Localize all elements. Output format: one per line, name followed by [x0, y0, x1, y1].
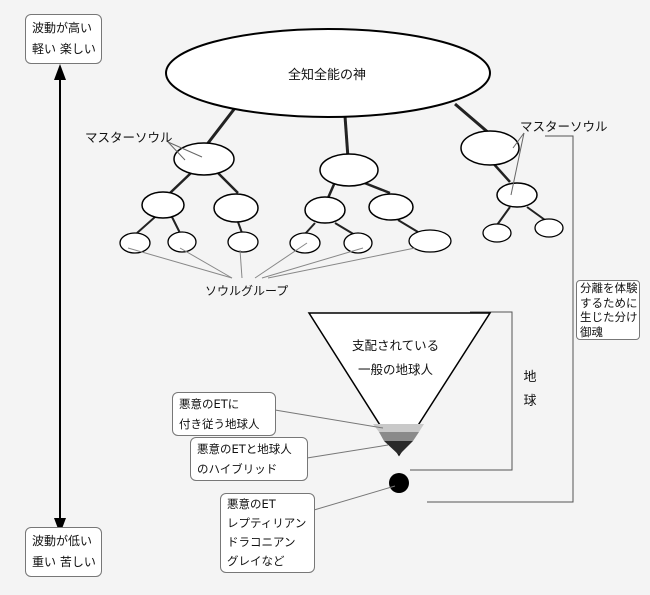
god-label: 全知全能の神: [288, 68, 367, 83]
callout-hybrid-line2: のハイブリッド: [197, 462, 278, 476]
master-label-pointers: [167, 132, 525, 196]
high-vibration-line2: 軽い 楽しい: [32, 42, 96, 56]
callout-et-line2: レプティリアン: [227, 516, 307, 530]
triangle-band-light: [373, 424, 424, 432]
low-vibration-line1: 波動が低い: [32, 534, 93, 548]
triangle-text-line1: 支配されている: [352, 338, 440, 353]
small-soul-1: [119, 232, 151, 254]
master-soul-3: [460, 130, 520, 166]
master-soul-label-right: マスターソウル: [520, 119, 608, 134]
small-soul-5: [343, 232, 373, 254]
god-connectors: [203, 102, 491, 159]
callout-hybrid-line1: 悪意のETと地球人: [197, 442, 292, 456]
triangle-text-line2: 一般の地球人: [358, 362, 434, 377]
mid-connectors: [136, 206, 546, 236]
separation-line3: 生じた分け: [580, 310, 638, 324]
separation-line4: 御魂: [580, 324, 603, 339]
earth-bracket: [410, 311, 513, 471]
high-vibration-box: 波動が高い 軽い 楽しい: [25, 14, 102, 64]
callout-followers-line1: 悪意のETに: [179, 397, 240, 411]
master-soul-label-left: マスターソウル: [85, 130, 173, 145]
small-souls: [119, 218, 564, 254]
callout-et-line3: ドラコニアン: [227, 535, 296, 549]
soul-group-pointers: [127, 242, 416, 279]
mid-soul-3: [304, 196, 346, 224]
earth-label-char1: 地: [523, 370, 537, 385]
callout-followers: 悪意のETに 付き従う地球人: [172, 392, 276, 436]
mid-soul-4: [368, 193, 414, 221]
god-ellipse: [165, 28, 491, 118]
mid-soul-5: [496, 182, 538, 208]
small-soul-7: [482, 223, 512, 243]
soul-group-label: ソウルグループ: [205, 284, 289, 298]
callout-malicious-et: 悪意のET レプティリアン ドラコニアン グレイなど: [220, 493, 315, 573]
high-vibration-line1: 波動が高い: [32, 21, 93, 35]
callout-pointers: [274, 409, 396, 511]
small-soul-8: [534, 218, 564, 238]
small-soul-4: [289, 232, 321, 254]
triangle-band-dark: [384, 441, 413, 455]
mid-souls: [141, 182, 538, 224]
low-vibration-box: 波動が低い 重い 苦しい: [25, 527, 102, 577]
mid-soul-2: [213, 193, 259, 223]
arrow-head-up: [54, 64, 66, 80]
callout-hybrid: 悪意のETと地球人 のハイブリッド: [190, 437, 308, 481]
low-vibration-line2: 重い 苦しい: [32, 555, 96, 569]
small-soul-2: [167, 231, 197, 253]
separation-box: 分離を体験 するために 生じた分け 御魂: [576, 280, 640, 340]
callout-followers-line2: 付き従う地球人: [179, 417, 260, 431]
callout-et-line1: 悪意のET: [227, 497, 276, 511]
master-soul-1: [173, 142, 235, 176]
mid-soul-1: [141, 191, 185, 219]
earth-label-char2: 球: [523, 394, 537, 409]
master-soul-2: [319, 153, 379, 187]
earth-label: 地 球: [522, 366, 538, 414]
malicious-et-dot: [389, 473, 409, 493]
triangle-band-mid: [379, 432, 419, 441]
callout-et-line4: グレイなど: [227, 554, 285, 568]
separation-line1: 分離を体験: [580, 281, 638, 295]
small-soul-6: [408, 229, 452, 253]
arrow-head-down: [54, 518, 66, 534]
separation-line2: するために: [580, 295, 638, 310]
separation-bracket: [427, 135, 574, 503]
earth-triangle: [307, 312, 492, 457]
small-soul-3: [227, 231, 259, 253]
